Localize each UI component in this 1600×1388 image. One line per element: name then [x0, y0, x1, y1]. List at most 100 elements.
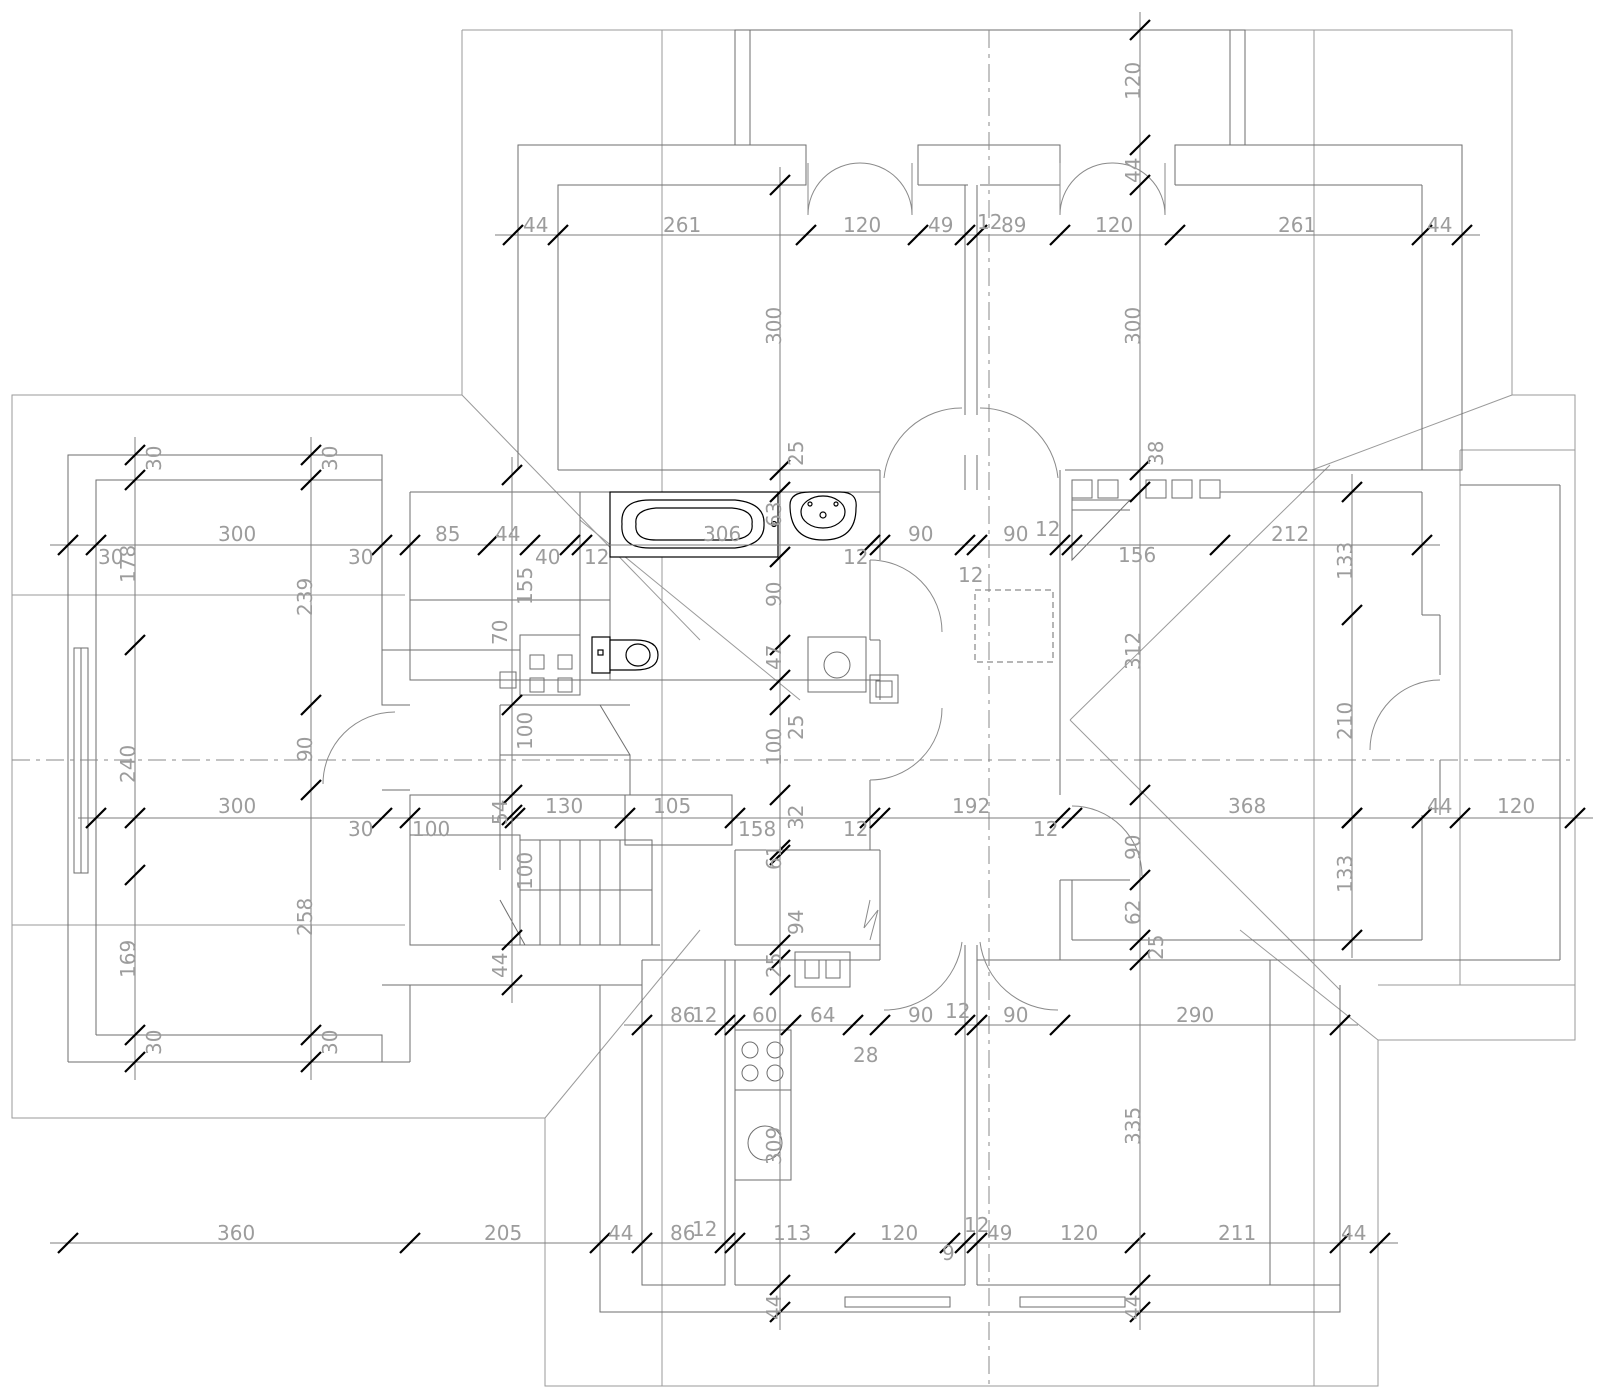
dimension-tick [1049, 534, 1071, 556]
dim-label: 44 [1121, 1295, 1145, 1320]
dimension-tick [939, 1232, 961, 1254]
dimension-tick [795, 224, 817, 246]
washbasin-icon [789, 491, 857, 541]
dim-label: 54 [488, 800, 512, 825]
dim-label: 290 [1176, 1003, 1214, 1027]
dim-label: 30 [318, 1030, 342, 1055]
dim-label: 120 [1060, 1221, 1098, 1245]
dim-label: 44 [762, 1295, 786, 1320]
dim-label: 300 [218, 794, 256, 818]
dimension-tick [724, 1014, 746, 1036]
dim-label: 86 [670, 1221, 695, 1245]
dim-label: 85 [435, 522, 460, 546]
dimension-tick [85, 534, 107, 556]
dim-label: 368 [1228, 794, 1266, 818]
dimension-tick [477, 534, 499, 556]
dim-label: 9 [942, 1241, 955, 1265]
dimension-tick [859, 534, 881, 556]
dim-label: 156 [1118, 543, 1156, 567]
dim-label: 100 [762, 728, 786, 766]
dimension-tick [1411, 807, 1433, 829]
dimension-tick [769, 669, 791, 691]
dimension-tick [769, 949, 791, 971]
dim-label: 70 [488, 620, 512, 645]
dim-label: 30 [318, 446, 342, 471]
dimension-tick [300, 779, 322, 801]
dimension-tick [571, 534, 593, 556]
dim-label: 312 [1121, 632, 1145, 670]
dim-label: 32 [784, 805, 808, 830]
dimension-tick [1129, 784, 1151, 806]
dim-label: 30 [142, 446, 166, 471]
dimension-tick [300, 444, 322, 466]
dimension-tick [869, 534, 891, 556]
dim-label: 94 [784, 910, 808, 935]
dim-label: 44 [523, 213, 548, 237]
toilet-icon [591, 636, 659, 674]
dim-label: 12 [843, 817, 868, 841]
dim-label: 90 [1003, 522, 1028, 546]
dim-label: 12 [584, 545, 609, 569]
dimension-tick [501, 464, 523, 486]
dimension-tick [1129, 174, 1151, 196]
dimension-tick [1209, 534, 1231, 556]
dimension-tick [1451, 224, 1473, 246]
dimension-tick [1564, 807, 1586, 829]
dim-label: 169 [116, 940, 140, 978]
dim-label: 120 [1121, 62, 1145, 100]
dimension-tick [502, 224, 524, 246]
dimension-tick [769, 481, 791, 503]
dim-label: 178 [116, 545, 140, 583]
dim-label: 25 [1144, 935, 1168, 960]
dim-label: 60 [752, 1003, 777, 1027]
dimension-tick [501, 929, 523, 951]
dim-label: 44 [1427, 213, 1452, 237]
dim-label: 133 [1333, 542, 1357, 580]
dimension-tick [769, 546, 791, 568]
dim-label: 12 [1035, 517, 1060, 541]
dimension-tick [869, 1014, 891, 1036]
dimension-tick [1129, 869, 1151, 891]
dimension-tick [631, 1014, 653, 1036]
dim-label: 38 [1144, 441, 1168, 466]
dimension-tick [869, 807, 891, 829]
dimension-tick [724, 807, 746, 829]
dimension-tick [614, 807, 636, 829]
dim-label: 61 [762, 845, 786, 870]
dimension-tick [769, 974, 791, 996]
dim-label: 192 [952, 794, 990, 818]
dim-label: 130 [545, 794, 583, 818]
dim-label: 133 [1333, 855, 1357, 893]
dimension-tick [1341, 481, 1363, 503]
dim-label: 86 [670, 1003, 695, 1027]
bathtub-icon [609, 491, 779, 558]
dimension-tick [834, 1232, 856, 1254]
dim-label: 211 [1218, 1221, 1256, 1245]
dim-label: 309 [762, 1127, 786, 1165]
dim-label: 28 [853, 1043, 878, 1067]
dimension-tick [1129, 1274, 1151, 1296]
dimension-tick [954, 534, 976, 556]
dimension-tick [124, 634, 146, 656]
dimension-tick [1164, 224, 1186, 246]
dimension-tick [1341, 807, 1363, 829]
dimension-tick [769, 934, 791, 956]
dim-label: 44 [608, 1221, 633, 1245]
dim-label: 30 [348, 817, 373, 841]
dim-label: 100 [513, 712, 537, 750]
dim-label: 90 [908, 1003, 933, 1027]
dimension-tick [1129, 19, 1151, 41]
dimension-tick [501, 694, 523, 716]
dim-label: 258 [293, 898, 317, 936]
dimension-tick [1411, 224, 1433, 246]
dimension-tick [57, 534, 79, 556]
dimension-tick [501, 974, 523, 996]
dimension-tick [966, 1014, 988, 1036]
dimension-tick [1129, 929, 1151, 951]
dim-label: 25 [784, 715, 808, 740]
stairs [409, 704, 733, 946]
dim-label: 44 [1427, 794, 1452, 818]
dimension-tick [1329, 1014, 1351, 1036]
dimension-tick [769, 784, 791, 806]
dim-label: 105 [653, 794, 691, 818]
